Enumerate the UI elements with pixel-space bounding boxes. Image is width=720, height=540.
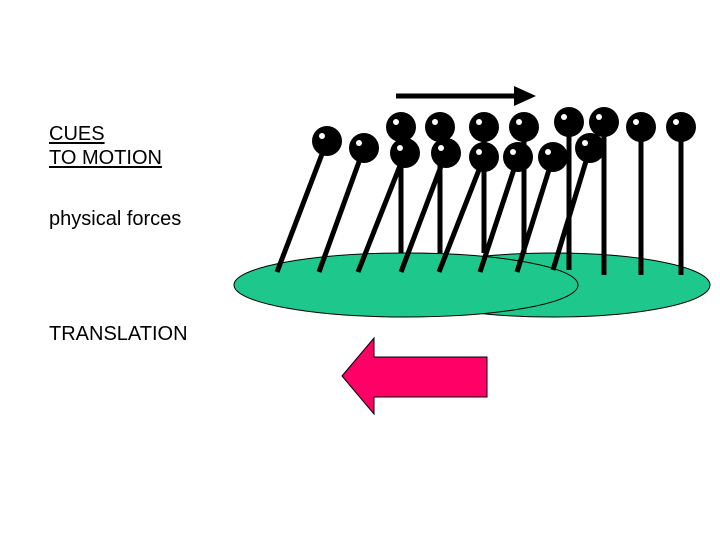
cues-to-motion-title: CUES TO MOTION: [49, 122, 162, 170]
physical-forces-label: physical forces: [49, 208, 182, 230]
cues-label: CUES: [49, 123, 105, 145]
translation-label: TRANSLATION: [49, 323, 188, 345]
translation-arrow: [341, 336, 488, 416]
ball-highlights: [319, 114, 679, 155]
motion-direction-arrow: [396, 86, 536, 106]
tilted-pendulum-balls: [312, 126, 605, 172]
upright-pendulum-balls: [386, 107, 696, 142]
tilted-pendulums: [274, 140, 593, 273]
to-motion-label: TO MOTION: [49, 147, 162, 169]
